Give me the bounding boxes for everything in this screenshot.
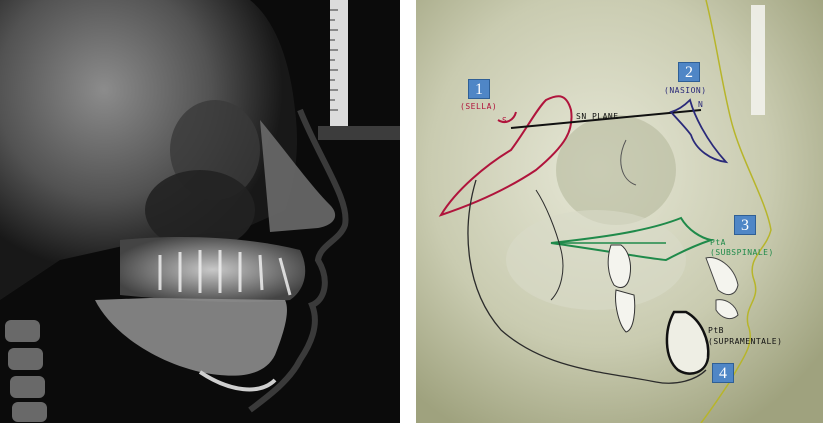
supramentale-label: (SUPRAMENTALE) (708, 337, 782, 346)
marker-1: 1 (468, 79, 490, 99)
subspinale-label: (SUBSPINALE) (710, 248, 774, 257)
nasion-label: (NASION) (664, 86, 707, 95)
marker-4: 4 (712, 363, 734, 383)
sella-label: (SELLA) (460, 102, 497, 111)
marker-3: 3 (734, 215, 756, 235)
n-point-label: N (698, 100, 703, 109)
xray-image (0, 0, 400, 423)
xray-left-panel (0, 0, 400, 423)
pta-label: PtA (710, 238, 726, 247)
tracing-right-panel: 1 2 3 4 (SELLA) S SN PLANE (NASION) N Pt… (416, 0, 823, 423)
sn-plane-label: SN PLANE (576, 112, 619, 121)
ptb-label: PtB (708, 326, 724, 335)
s-point-label: S (502, 116, 507, 125)
tracing-image (416, 0, 823, 423)
marker-2: 2 (678, 62, 700, 82)
